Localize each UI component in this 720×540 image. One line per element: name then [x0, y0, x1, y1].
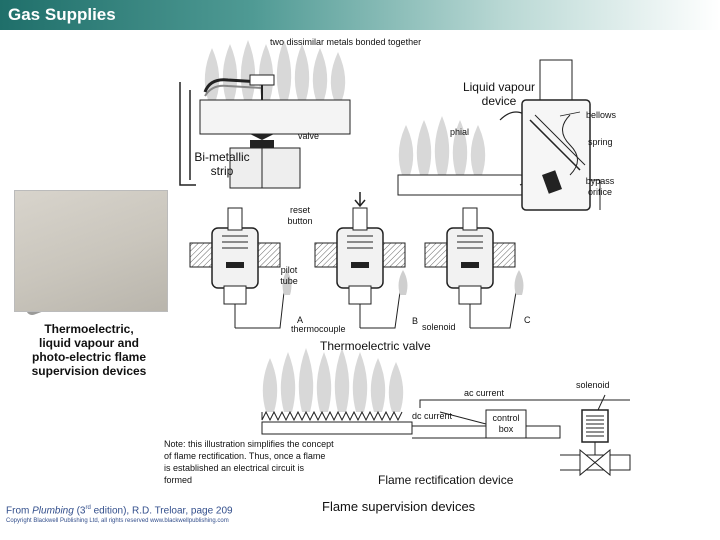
diagram-drawings [16, 40, 631, 477]
caption-flame-rectification-device: Flame rectification device [378, 473, 514, 487]
title-bar: Gas Supplies [0, 0, 720, 30]
label-a: A [297, 315, 304, 325]
liquid-vapour-flames [398, 116, 486, 175]
liquid-vapour-device [397, 59, 601, 211]
caption-liquid-vapour-device: Liquid vapour device [462, 80, 536, 108]
caption-photo: Thermoelectric, liquid vapour and photo-… [31, 322, 147, 378]
devices-photo [14, 190, 168, 312]
label-dc-current: dc current [412, 411, 453, 421]
source-edition-rest: edition), R.D. Treloar, page 209 [90, 505, 233, 517]
label-solenoid-rectification: solenoid [576, 380, 610, 390]
label-control-box: control box [492, 413, 520, 434]
rectification-flames [262, 348, 404, 412]
valve-stage-c [424, 207, 516, 328]
label-spring: spring [588, 137, 613, 147]
source-book: Plumbing [32, 505, 74, 517]
caption-bimetallic-strip: Bi-metallic strip [194, 150, 250, 178]
label-solenoid-valve: solenoid [422, 322, 456, 332]
label-pilot-tube: pilot tube [280, 265, 298, 286]
source-citation: From Plumbing (3rd edition), R.D. Treloa… [6, 505, 233, 516]
label-thermocouple: thermocouple [291, 324, 346, 334]
label-b: B [412, 316, 419, 326]
rectification-note: Note: this illustration simplifies the c… [164, 439, 334, 485]
source-prefix: From [6, 505, 33, 517]
label-bellows: bellows [586, 110, 617, 120]
thermoelectric-valve [189, 192, 524, 329]
label-c: C [524, 315, 531, 325]
label-two-metals: two dissimilar metals bonded together [270, 37, 422, 47]
valve-stage-a [189, 207, 281, 328]
label-reset-button: reset button [287, 205, 313, 226]
caption-flame-supervision-devices: Flame supervision devices [322, 499, 476, 514]
page-title: Gas Supplies [8, 5, 116, 24]
bimetallic-device [179, 40, 351, 189]
copyright-text: Copyright Blackwell Publishing Ltd, all … [6, 518, 229, 524]
label-ac-current: ac current [464, 388, 505, 398]
source-edition-sup: rd [85, 505, 91, 511]
source-edition-num: (3 [76, 505, 86, 517]
valve-stage-b [314, 192, 406, 328]
caption-thermoelectric-valve: Thermoelectric valve [320, 339, 431, 353]
bimetallic-flames [204, 40, 346, 100]
label-valve: valve [298, 131, 320, 141]
label-bypass-orifice: bypass orifice [585, 176, 615, 197]
label-phial: phial [450, 127, 470, 137]
flame-rectification-device [261, 348, 631, 477]
